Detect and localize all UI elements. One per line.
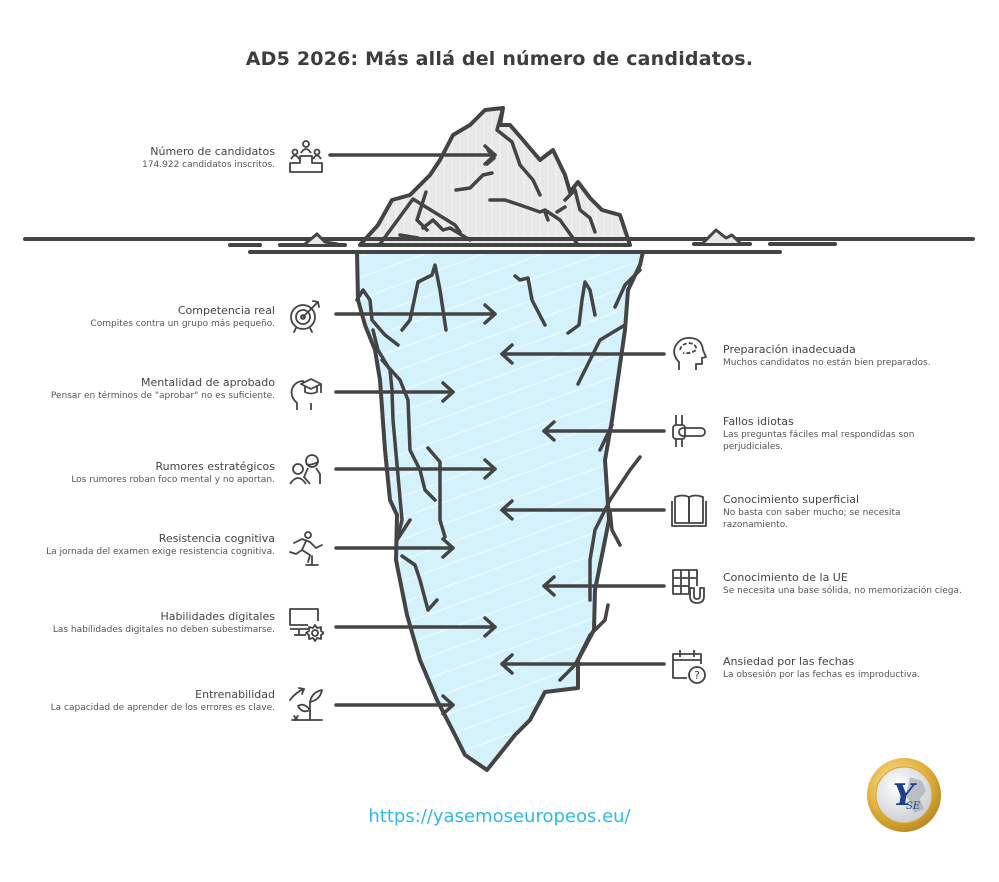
podium-people-icon	[289, 140, 323, 173]
item-heading: Número de candidatos	[150, 145, 275, 158]
item-resistencia-cognitiva: Resistencia cognitiva La jornada del exa…	[35, 532, 275, 558]
website-link[interactable]: https://yasemoseuropeos.eu/	[368, 806, 631, 827]
item-rumores-estrategicos: Rumores estratégicos Los rumores roban f…	[35, 460, 275, 486]
item-heading: Competencia real	[177, 304, 275, 317]
head-graduation-cap-icon	[290, 378, 322, 410]
item-description: Pensar en términos de "aprobar" no es su…	[50, 391, 275, 401]
target-arrow-icon	[290, 300, 320, 333]
item-heading: Mentalidad de aprobado	[140, 376, 275, 389]
item-heading: Fallos idiotas	[723, 415, 794, 428]
whispering-people-icon	[289, 454, 321, 485]
item-description: Las preguntas fáciles mal respondidas so…	[723, 430, 915, 452]
open-book-icon	[671, 494, 707, 527]
item-competencia-real: Competencia real Compites contra un grup…	[35, 304, 275, 330]
item-heading: Entrenabilidad	[195, 688, 275, 701]
item-description: 174.922 candidatos inscritos.	[142, 160, 275, 170]
item-ansiedad-fechas: Ansiedad por las fechas La obsesión por …	[723, 655, 963, 681]
runner-hurdle-icon	[289, 531, 323, 566]
item-description: Se necesita una base sólida, no memoriza…	[723, 586, 962, 596]
svg-text:?: ?	[694, 669, 700, 682]
item-heading: Resistencia cognitiva	[158, 532, 275, 545]
item-heading: Conocimiento superficial	[723, 493, 860, 506]
iceberg-underwater	[355, 250, 645, 772]
logo-letter: Y	[893, 778, 917, 813]
plant-growth-icon	[289, 687, 323, 721]
item-description: La capacidad de aprender de los errores …	[50, 703, 275, 713]
item-habilidades-digitales: Habilidades digitales Las habilidades di…	[35, 610, 275, 636]
monitor-gear-icon	[289, 608, 324, 642]
item-fallos-idiotas: Fallos idiotas Las preguntas fáciles mal…	[723, 415, 963, 453]
item-description: Las habilidades digitales no deben subes…	[52, 625, 275, 635]
item-numero-candidatos: Número de candidatos 174.922 candidatos …	[35, 145, 275, 171]
item-description: Muchos candidatos no están bien preparad…	[723, 358, 931, 368]
item-heading: Habilidades digitales	[160, 610, 275, 623]
item-conocimiento-ue: Conocimiento de la UE Se necesita una ba…	[723, 571, 963, 597]
grid-magnet-icon	[672, 569, 705, 604]
item-description: La obsesión por las fechas es improducti…	[723, 670, 921, 680]
logo-sub: SE	[906, 801, 921, 812]
item-heading: Preparación inadecuada	[723, 343, 856, 356]
broken-pipe-icon	[672, 415, 706, 447]
item-conocimiento-superficial: Conocimiento superficial No basta con sa…	[723, 493, 963, 531]
item-entrenabilidad: Entrenabilidad La capacidad de aprender …	[35, 688, 275, 714]
yse-coin-logo: Y SE	[867, 758, 941, 832]
item-description: Compites contra un grupo más pequeño.	[90, 319, 275, 329]
iceberg-tip	[358, 106, 632, 247]
head-brain-icon	[673, 337, 707, 370]
calendar-question-icon: ?	[672, 650, 706, 684]
item-description: No basta con saber mucho; se necesita ra…	[723, 508, 901, 530]
item-description: Los rumores roban foco mental y no aport…	[71, 475, 275, 485]
item-description: La jornada del examen exige resistencia …	[46, 547, 275, 557]
item-heading: Ansiedad por las fechas	[723, 655, 855, 668]
item-heading: Conocimiento de la UE	[723, 571, 848, 584]
item-preparacion-inadecuada: Preparación inadecuada Muchos candidatos…	[723, 343, 963, 369]
item-heading: Rumores estratégicos	[155, 460, 275, 473]
item-mentalidad-aprobado: Mentalidad de aprobado Pensar en término…	[35, 376, 275, 402]
page-title: AD5 2026: Más allá del número de candida…	[245, 48, 754, 70]
